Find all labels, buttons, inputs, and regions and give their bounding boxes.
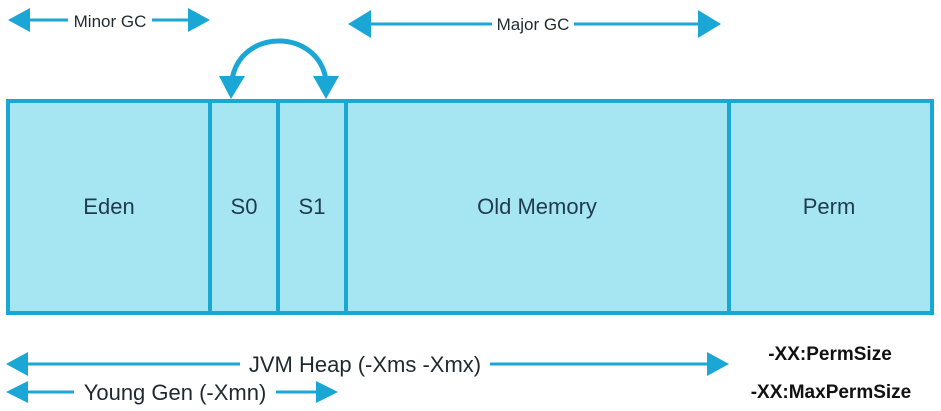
max-perm-size-option: -XX:MaxPermSize [751,382,912,403]
eden-segment [6,99,212,315]
s0-label: S0 [231,194,258,219]
perm-label: Perm [803,194,856,219]
perm-segment [727,99,934,315]
young-gen-label: Young Gen (-Xmn) [84,380,267,405]
memory-bar [6,99,934,315]
jvm-heap-label: JVM Heap (-Xms -Xmx) [249,352,481,377]
s1-segment [276,99,348,315]
eden-label: Eden [83,194,134,219]
survivor-swap-arrow [219,38,339,99]
old-memory-segment [344,99,731,315]
perm-size-option: -XX:PermSize [768,344,892,365]
s0-segment [208,99,280,315]
s1-label: S1 [299,194,326,219]
minor-gc-label: Minor GC [74,12,147,31]
old-memory-label: Old Memory [477,194,597,219]
major-gc-label: Major GC [497,15,570,34]
